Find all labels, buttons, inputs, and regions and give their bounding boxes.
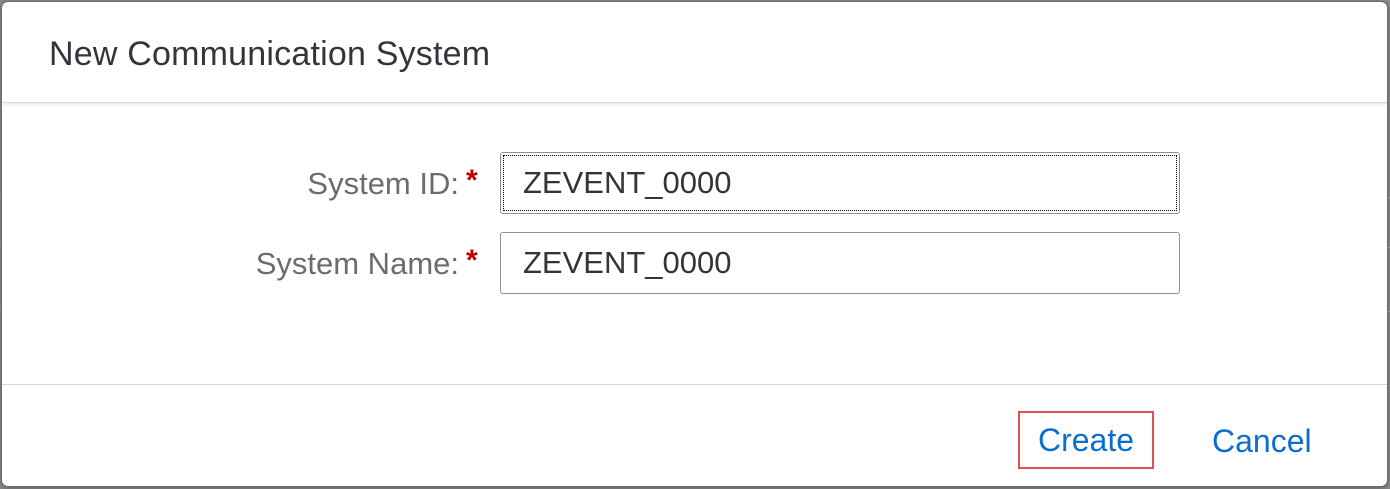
- system-id-input[interactable]: [500, 152, 1180, 214]
- dialog-footer: Create Cancel: [2, 384, 1387, 486]
- system-id-row: System ID: *: [2, 152, 1387, 216]
- required-marker: *: [466, 244, 478, 277]
- dialog-header: New Communication System: [2, 2, 1387, 103]
- system-name-label: System Name:: [255, 246, 459, 281]
- system-name-row: System Name: *: [2, 232, 1387, 296]
- cancel-button[interactable]: Cancel: [1198, 415, 1326, 467]
- system-name-input[interactable]: [500, 232, 1180, 294]
- system-id-label: System ID:: [307, 166, 459, 201]
- create-button[interactable]: Create: [1018, 411, 1154, 469]
- dialog-title: New Communication System: [49, 35, 491, 73]
- required-marker: *: [466, 164, 478, 197]
